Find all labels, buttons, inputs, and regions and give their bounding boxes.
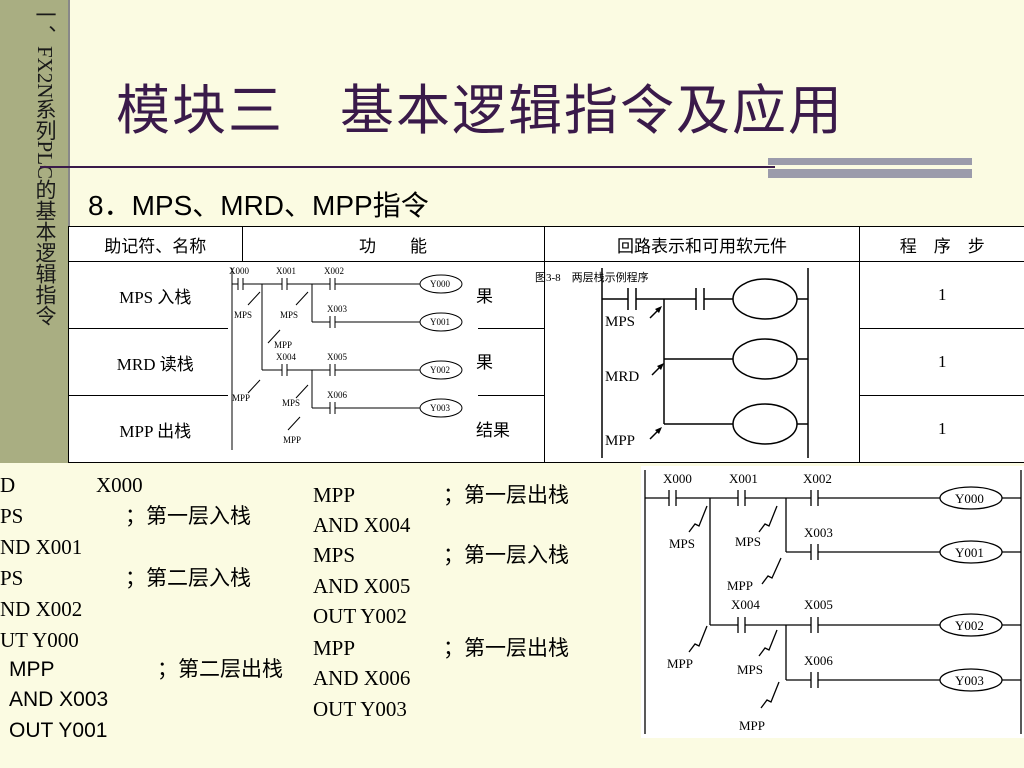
inline-labels: X000 X001 X002 X003 X004 X005 X006 Y000 … — [229, 266, 450, 445]
circuit-mpp: MPP — [605, 433, 635, 449]
stack-label-mps-2: MPS — [735, 534, 761, 549]
section-heading: 8．MPS、MRD、MPP指令 — [88, 190, 429, 221]
contact-x001: X001 — [729, 471, 758, 486]
inline-mpp-1: MPP — [274, 340, 292, 350]
circuit-labels: MPS MRD MPP — [605, 314, 639, 449]
contact-x003: X003 — [804, 525, 833, 540]
row-steps: 1 — [859, 395, 1024, 463]
inline-mps-2: MPS — [280, 310, 298, 320]
inline-y002: Y002 — [430, 365, 450, 375]
row-steps: 1 — [859, 261, 1024, 329]
sidebar-chapter-title: 一、FX2N系列PLC的基本逻辑指令 — [22, 4, 57, 326]
coil-y003: Y003 — [955, 673, 984, 688]
stack-label-mps-1: MPS — [669, 536, 695, 551]
coil-y000: Y000 — [955, 491, 984, 506]
inline-x002: X002 — [324, 266, 344, 276]
inline-mps-3: MPS — [282, 398, 300, 408]
inline-x003: X003 — [327, 304, 347, 314]
circuit-mps: MPS — [605, 314, 635, 330]
inline-x004: X004 — [276, 352, 296, 362]
stack-label-mpp-2: MPP — [667, 656, 693, 671]
contact-x004: X004 — [731, 597, 760, 612]
inline-x001: X001 — [276, 266, 296, 276]
inline-y000: Y000 — [430, 279, 450, 289]
inline-mpp-3: MPP — [283, 435, 301, 445]
decor-bar-top — [768, 158, 972, 165]
title-underline — [40, 166, 775, 168]
decor-bar-bottom — [768, 169, 972, 178]
circuit-figure — [601, 268, 809, 458]
inline-mpp-2: MPP — [232, 393, 250, 403]
code-left-line-9: OUT Y001 — [9, 719, 108, 742]
inline-ladder — [231, 268, 463, 450]
code-mid-line-8: OUT Y003 — [313, 697, 407, 721]
inline-x005: X005 — [327, 352, 347, 362]
code-left-line-8: AND X003 — [9, 688, 109, 711]
figure-caption: 图3-8 两层栈示例程序 — [535, 270, 649, 284]
code-left-line-5: ND X002 — [0, 597, 83, 621]
code-mid-line-7: AND X006 — [313, 666, 411, 690]
header-steps: 程 序 步 — [859, 226, 1024, 262]
code-mid-line-2: AND X004 — [313, 513, 411, 537]
code-mid-line-5: OUT Y002 — [313, 604, 407, 628]
func-tail-1: 果 — [476, 287, 493, 306]
stack-label-mpp-1: MPP — [727, 578, 753, 593]
circuit-mrd: MRD — [605, 369, 639, 385]
code-mid-line-3: MPS；第一层入栈 — [313, 543, 569, 567]
func-tail-3: 结果 — [476, 421, 510, 440]
ladder-diagram-svg: X000 X001 X002 X003 X004 X005 X006 Y000 … — [644, 470, 1022, 734]
contact-x002: X002 — [803, 471, 832, 486]
stack-label-mpp-3: MPP — [739, 718, 765, 733]
inline-mps-1: MPS — [234, 310, 252, 320]
code-mid-line-4: AND X005 — [313, 574, 411, 598]
row-name: MPP 出栈 — [68, 395, 243, 463]
code-mid-line-1: MPP；第一层出栈 — [313, 483, 569, 507]
inline-y001: Y001 — [430, 317, 450, 327]
ladder-diagram: X000 X001 X002 X003 X004 X005 X006 Y000 … — [641, 466, 1024, 738]
inline-x006: X006 — [327, 390, 347, 400]
contact-x005: X005 — [804, 597, 833, 612]
coil-y002: Y002 — [955, 618, 984, 633]
page-title: 模块三 基本逻辑指令及应用 — [116, 81, 844, 141]
header-mnemonic: 助记符、名称 — [68, 226, 243, 262]
sidebar-band — [0, 0, 68, 463]
code-left-line-7: MPP；第二层出栈 — [9, 657, 283, 681]
row-steps: 1 — [859, 328, 1024, 396]
inline-y003: Y003 — [430, 403, 450, 413]
contact-x000: X000 — [663, 471, 692, 486]
code-left-line-4: PS；第二层入栈 — [0, 566, 251, 590]
inline-x000: X000 — [229, 266, 249, 276]
code-left-line-3: ND X001 — [0, 535, 83, 559]
stack-label-mps-3: MPS — [737, 662, 763, 677]
func-tail-2: 果 — [476, 353, 493, 372]
coil-y001: Y001 — [955, 545, 984, 560]
circuit-arrowheads — [655, 306, 664, 434]
code-left-line-6: UT Y000 — [0, 628, 79, 652]
contact-x006: X006 — [804, 653, 833, 668]
code-left-line-2: PS；第一层入栈 — [0, 504, 251, 528]
code-mid-line-6: MPP；第一层出栈 — [313, 636, 569, 660]
inline-diagram-bg — [228, 262, 478, 462]
